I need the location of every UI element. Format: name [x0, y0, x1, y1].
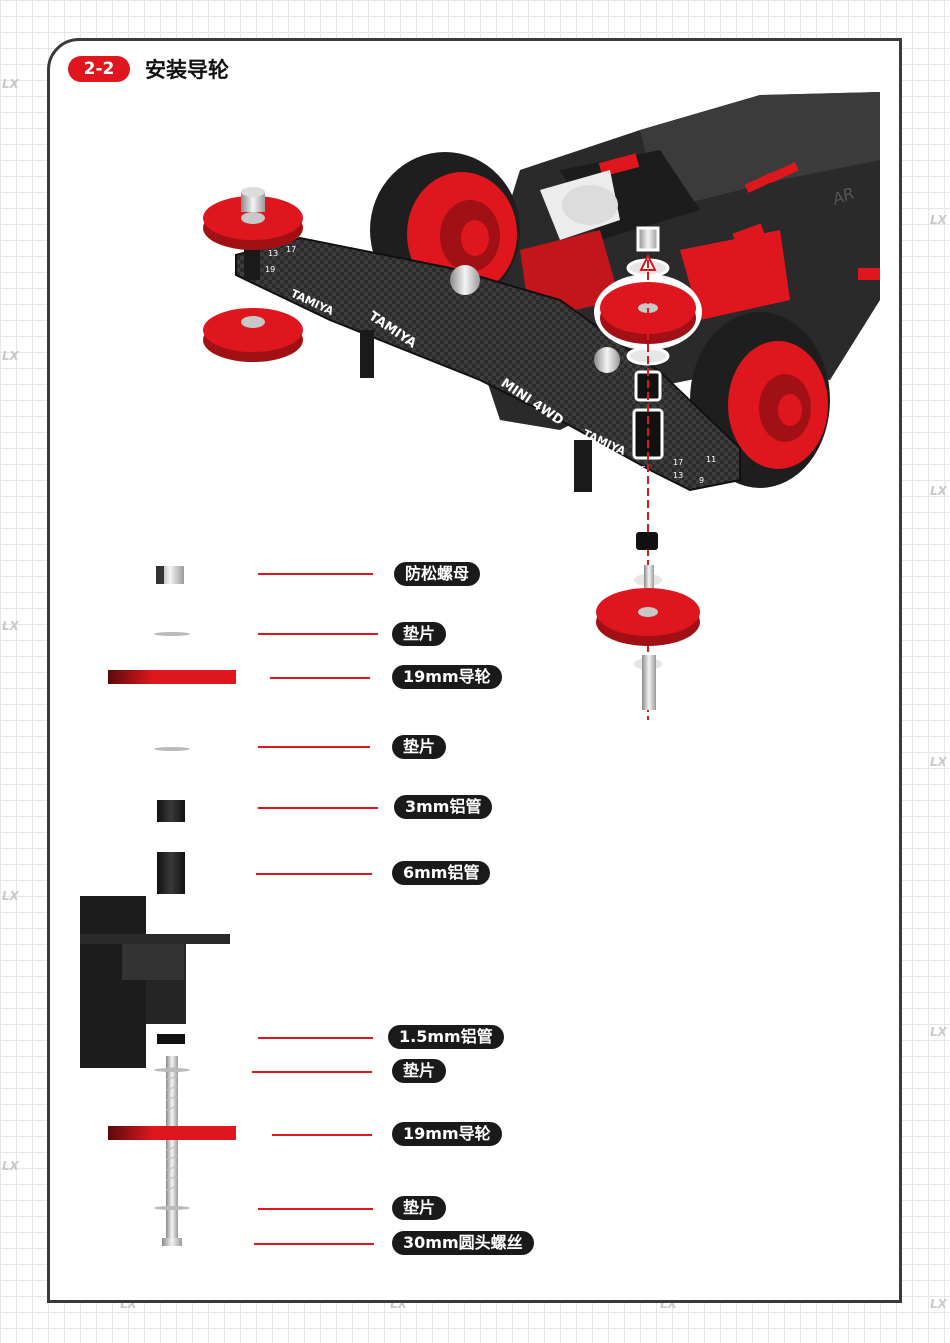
- leader-line: [272, 1134, 372, 1136]
- watermark: LX: [930, 484, 948, 498]
- watermark: LX: [930, 1025, 948, 1039]
- installed-roller: [203, 308, 303, 362]
- part-label-roller-19mm: 19mm导轮: [392, 1122, 502, 1146]
- watermark: LX: [930, 213, 948, 227]
- watermark: LX: [2, 889, 20, 903]
- watermark: LX: [930, 1297, 948, 1311]
- tube-3mm-icon: [157, 800, 185, 822]
- screw-head: [450, 265, 480, 295]
- part-label-washer: 垫片: [392, 1196, 447, 1220]
- hole-number: 13: [673, 471, 683, 480]
- part-label-roller-19mm: 19mm导轮: [392, 665, 502, 689]
- installed-roller: [203, 187, 303, 280]
- part-label-washer: 垫片: [392, 1059, 447, 1083]
- part-label-tube-1_5mm: 1.5mm铝管: [388, 1025, 504, 1049]
- leader-line: [270, 677, 370, 679]
- washer-icon: [154, 1206, 190, 1210]
- hole-number: 15: [636, 465, 646, 474]
- part-label-tube-6mm: 6mm铝管: [392, 861, 491, 885]
- part-label-washer: 垫片: [392, 735, 447, 759]
- hole-number: 17: [673, 458, 683, 467]
- section-title: 安装导轮: [145, 58, 229, 82]
- watermark: LX: [2, 1159, 20, 1173]
- watermark: LX: [930, 755, 948, 769]
- washer-icon: [154, 747, 190, 751]
- leader-line: [258, 746, 370, 748]
- roller-icon: [108, 1126, 236, 1140]
- highlighted-assembly: [594, 226, 702, 720]
- part-label-tube-3mm: 3mm铝管: [394, 795, 493, 819]
- watermark: LX: [2, 619, 20, 633]
- hole-number: 9: [699, 476, 704, 485]
- watermark: LX: [2, 349, 20, 363]
- screw-head: [594, 347, 620, 373]
- exploded-parts: [596, 532, 700, 710]
- washer-icon: [154, 1068, 190, 1072]
- tube-6mm-icon: [157, 852, 185, 894]
- leader-line: [258, 807, 378, 809]
- carbon-plate: TAMIYA TAMIYA MINI 4WD TAMIYA 17 13 19 1…: [235, 236, 741, 492]
- part-label-lock-nut: 防松螺母: [394, 562, 481, 586]
- parts-list-icons: [80, 566, 236, 1246]
- washer-icon: [154, 632, 190, 636]
- bracket-icon: [80, 896, 146, 1068]
- leader-line: [258, 1037, 373, 1039]
- part-label-round-head-screw-30mm: 30mm圆头螺丝: [392, 1231, 534, 1255]
- leader-line: [254, 1243, 374, 1245]
- leader-line: [256, 873, 372, 875]
- leader-line: [258, 573, 373, 575]
- watermark: LX: [2, 77, 20, 91]
- hole-number: 17: [286, 245, 296, 254]
- leader-line: [252, 1071, 372, 1073]
- leader-line: [258, 1208, 373, 1210]
- roller-icon: [108, 670, 236, 684]
- part-label-washer: 垫片: [392, 622, 447, 646]
- leader-line: [258, 633, 378, 635]
- tube-1_5mm-icon: [157, 1034, 185, 1044]
- hole-number: 19: [265, 265, 275, 274]
- hole-number: 13: [268, 249, 278, 258]
- step-badge: 2-2: [68, 56, 130, 82]
- hole-number: 11: [706, 455, 716, 464]
